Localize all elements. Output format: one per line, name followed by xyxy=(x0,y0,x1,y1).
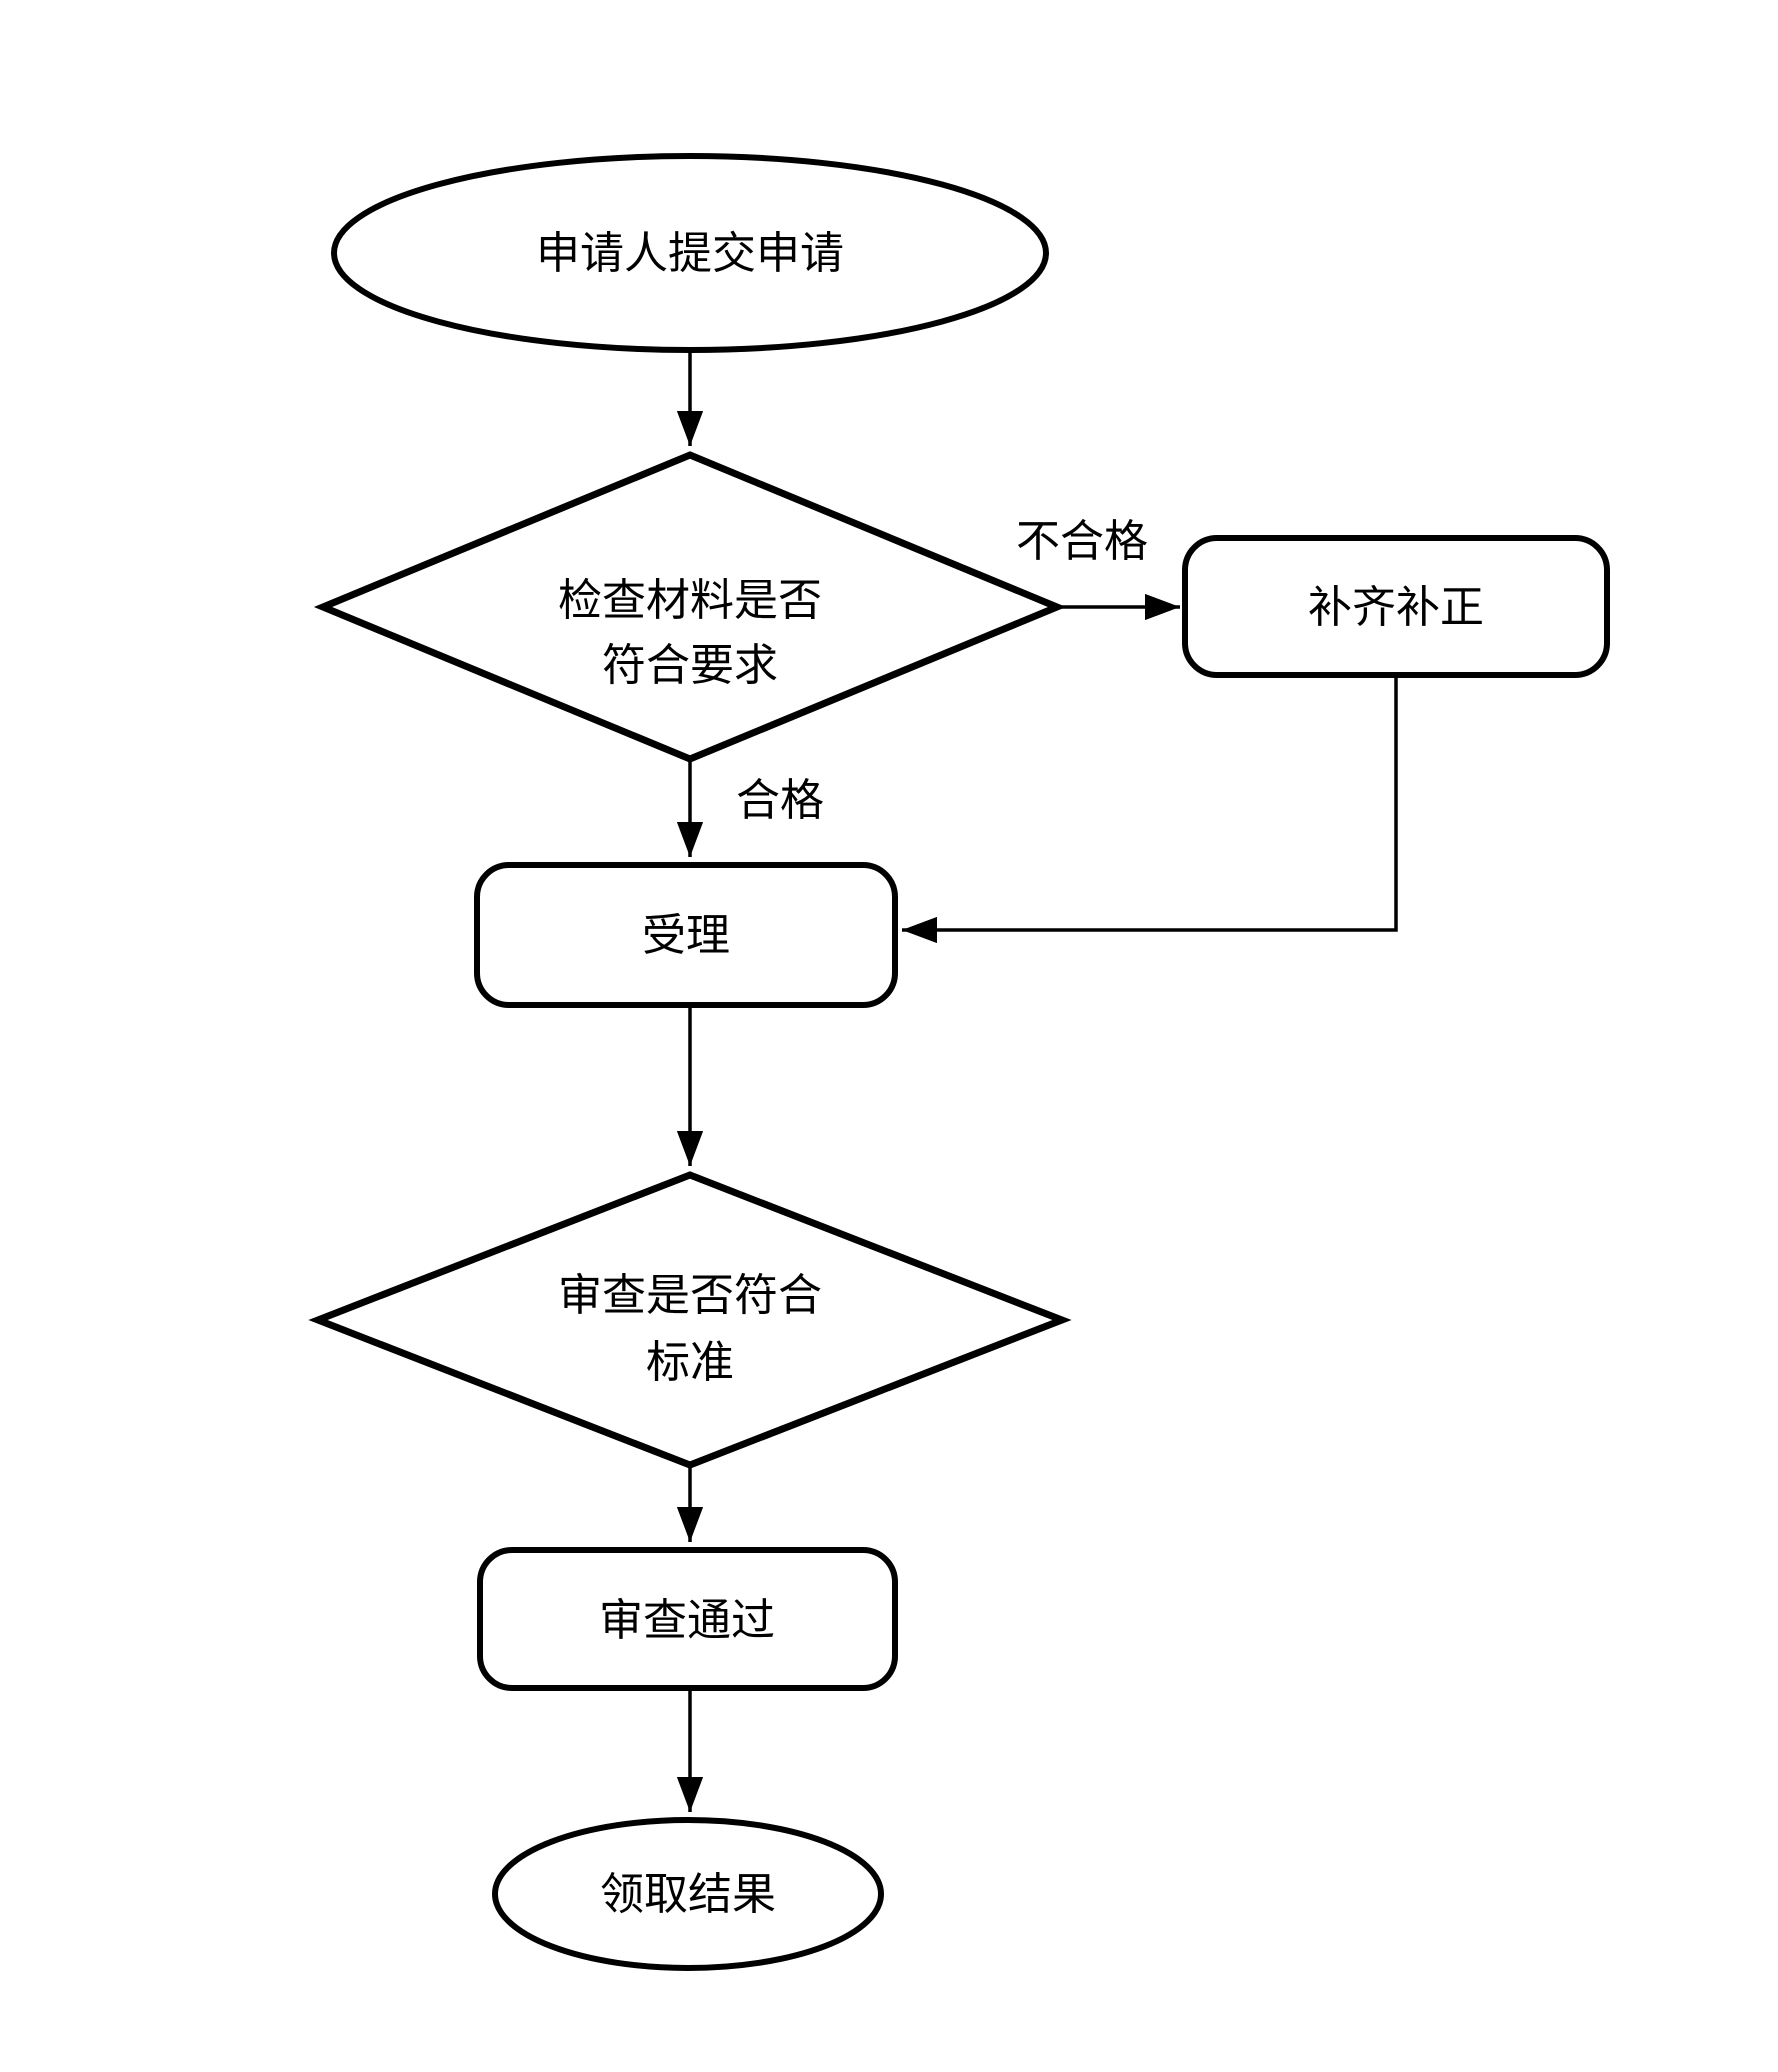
node-review: 审查是否符合 标准 xyxy=(308,1171,1072,1469)
end-label: 领取结果 xyxy=(600,1870,776,1919)
check-label-line2: 符合要求 xyxy=(602,641,778,690)
supplement-rect-shape xyxy=(1182,535,1610,678)
review-label-line1: 审查是否符合 xyxy=(558,1271,822,1320)
pass-rect-shape xyxy=(477,1547,898,1691)
start-label: 申请人提交申请 xyxy=(536,229,844,278)
end-ellipse-shape xyxy=(492,1817,884,1971)
check-diamond-shape xyxy=(313,451,1067,763)
node-supplement: 补齐补正 xyxy=(1182,535,1610,678)
review-diamond-shape xyxy=(308,1171,1072,1469)
node-check: 检查材料是否 符合要求 xyxy=(313,451,1067,763)
node-start: 申请人提交申请 xyxy=(331,153,1049,353)
node-pass: 审查通过 xyxy=(477,1547,898,1691)
edge-supplement-to-accept xyxy=(902,675,1398,944)
edge-label-unqualified: 不合格 xyxy=(1016,517,1148,566)
check-label-line1: 检查材料是否 xyxy=(558,576,822,625)
pass-label: 审查通过 xyxy=(599,1596,775,1645)
accept-rect-shape xyxy=(474,862,898,1008)
review-label-line2: 标准 xyxy=(646,1338,734,1387)
edge-label-qualified: 合格 xyxy=(736,776,824,825)
start-ellipse-shape xyxy=(331,153,1049,353)
accept-label: 受理 xyxy=(642,911,730,960)
node-accept: 受理 xyxy=(474,862,898,1008)
node-end: 领取结果 xyxy=(492,1817,884,1971)
supplement-label: 补齐补正 xyxy=(1308,583,1484,632)
